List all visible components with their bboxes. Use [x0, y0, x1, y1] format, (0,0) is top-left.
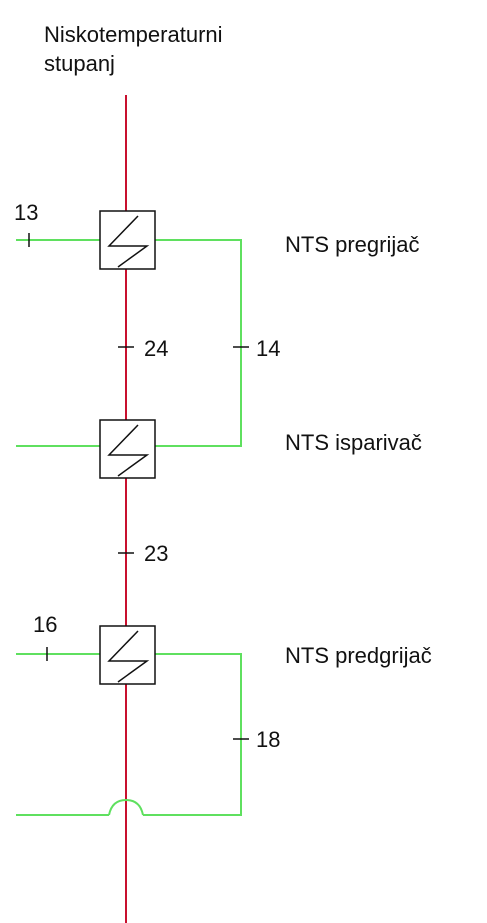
stream-label-13: 13 — [14, 200, 39, 225]
exchanger-predgrijac-symbol — [99, 625, 156, 685]
diagram-title: Niskotemperaturni stupanj — [44, 20, 223, 78]
line-stream-14 — [155, 239, 242, 447]
exchanger-label-isparivac: NTS isparivač — [285, 430, 422, 455]
line-crossover-bump — [108, 798, 144, 816]
stream-label-23: 23 — [144, 541, 169, 566]
exchanger-isparivac-symbol — [99, 419, 156, 479]
diagram-title-line1: Niskotemperaturni — [44, 22, 223, 47]
exchanger-label-predgrijac: NTS predgrijač — [285, 643, 432, 668]
line-stream-18 — [143, 653, 242, 816]
stream-label-24: 24 — [144, 336, 169, 361]
exchanger-pregrijac-symbol — [99, 210, 156, 270]
diagram-title-line2: stupanj — [44, 51, 115, 76]
process-lines — [16, 239, 242, 816]
stream-label-18: 18 — [256, 727, 281, 752]
stream-label-14: 14 — [256, 336, 281, 361]
exchanger-label-pregrijac: NTS pregrijač — [285, 232, 420, 257]
stream-label-16: 16 — [33, 612, 58, 637]
stream-ticks — [28, 233, 249, 740]
